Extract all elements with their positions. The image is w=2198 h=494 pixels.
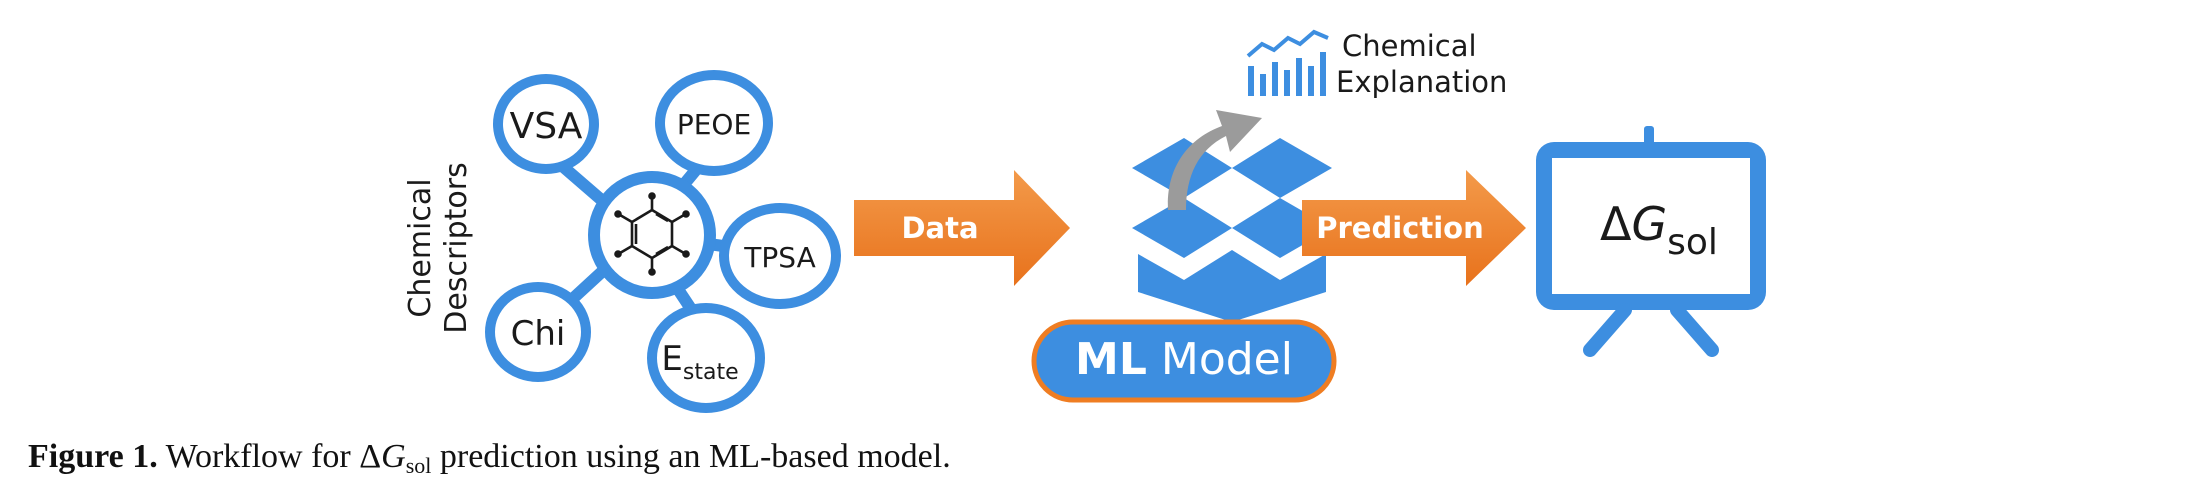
sol-subscript: sol xyxy=(1667,222,1718,263)
explanation-arrow xyxy=(1167,110,1262,210)
descriptors-label-line2: Descriptors xyxy=(439,162,474,333)
molecule-icon xyxy=(614,192,690,276)
descriptor-node-tpsa: TPSA xyxy=(719,203,841,309)
descriptor-label-chi: Chi xyxy=(511,314,566,354)
data-arrow-label: Data xyxy=(901,211,978,245)
descriptor-hub xyxy=(588,171,716,299)
prediction-arrow-label: Prediction xyxy=(1316,211,1484,245)
descriptor-node-estate: Estate xyxy=(647,303,765,413)
caption-text-after: prediction using an ML-based model. xyxy=(431,438,951,475)
caption-symbol: G xyxy=(381,438,406,475)
ml-model-label-regular: Model xyxy=(1161,334,1293,385)
descriptor-node-vsa: VSA xyxy=(493,74,599,174)
caption-label: Figure 1. xyxy=(28,438,158,475)
descriptor-label-tpsa: TPSA xyxy=(743,241,815,274)
descriptor-label-estate-main: E xyxy=(661,339,682,379)
ml-model-label-bold: ML xyxy=(1075,334,1147,385)
descriptors-label-line1: Chemical xyxy=(403,178,438,317)
delta-symbol: Δ xyxy=(1600,197,1632,251)
descriptor-label-estate: Estate xyxy=(661,339,738,385)
delta-g-sol-label: ΔGsol xyxy=(1600,197,1718,263)
bar-chart-trend-icon xyxy=(1246,29,1329,96)
ml-model-label: ML Model xyxy=(1075,334,1293,385)
data-arrow: Data xyxy=(854,170,1070,286)
explanation-label-line1: Chemical xyxy=(1342,29,1477,63)
caption-subscript: sol xyxy=(405,453,432,478)
presentation-screen-icon xyxy=(1536,126,1766,357)
caption-text-before: Workflow for Δ xyxy=(165,438,382,475)
prediction-arrow: Prediction xyxy=(1302,170,1526,286)
explanation-label-line2: Explanation xyxy=(1336,65,1507,99)
descriptor-cluster: VSA PEOE TPSA Chi Estate Chemical Descri… xyxy=(403,70,841,413)
descriptor-node-chi: Chi xyxy=(485,282,591,382)
descriptor-label-peoe: PEOE xyxy=(677,108,751,141)
descriptor-label-estate-sub: state xyxy=(683,360,739,385)
ml-model-badge: ML Model xyxy=(1031,319,1337,403)
descriptor-label-vsa: VSA xyxy=(510,106,583,147)
descriptor-node-peoe: PEOE xyxy=(655,70,773,176)
g-symbol: G xyxy=(1631,197,1667,251)
figure-caption: Figure 1. Workflow for ΔGsol prediction … xyxy=(28,438,951,479)
